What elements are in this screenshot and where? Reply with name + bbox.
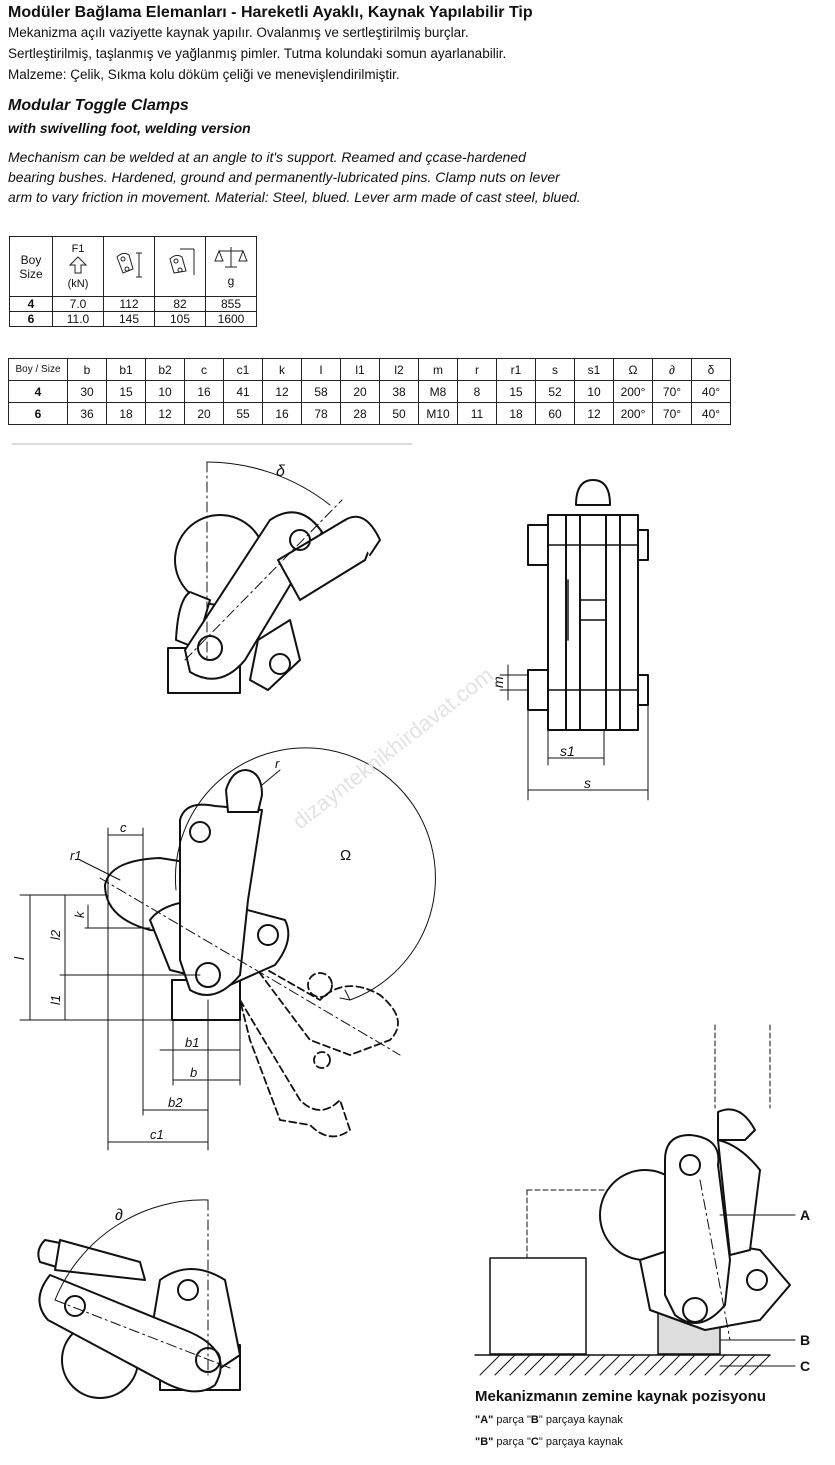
table-cell: 11.0	[52, 311, 104, 327]
table-row: 4 30 15 10 16 41 12 58 20 38 M8 8 15 52 …	[8, 380, 731, 403]
label-b1: b1	[185, 1035, 199, 1050]
description-tr-line-3: Malzeme: Çelik, Sıkma kolu döküm çeliği …	[8, 67, 400, 82]
label-b: b	[190, 1065, 197, 1080]
weld-title: Mekanizmanın zemine kaynak pozisyonu	[475, 1388, 766, 1405]
scale-icon	[214, 247, 248, 268]
label-B: B	[800, 1332, 810, 1348]
force-arrow-icon	[68, 256, 88, 274]
description-tr-line-1: Mekanizma açılı vaziyette kaynak yapılır…	[8, 25, 469, 40]
clamp-drawing-partial: ∂	[37, 1199, 241, 1399]
table-cell: 12	[145, 402, 185, 425]
table-cell: 36	[67, 402, 107, 425]
clamp-width-icon	[169, 248, 195, 275]
table-cell: 105	[154, 311, 206, 327]
table-cell: 82	[154, 296, 206, 312]
table-cell: 200°	[613, 402, 653, 425]
label-c1: c1	[150, 1127, 164, 1142]
clamp-side-view: s s1 m	[490, 479, 649, 801]
weld-line-1: "A" parça "B" parçaya kaynak	[475, 1414, 623, 1426]
table-cell: M8	[418, 380, 458, 403]
table-row: 4 7.0 112 82 855	[9, 296, 257, 312]
table-cell: 78	[301, 402, 341, 425]
table-cell: 55	[223, 402, 263, 425]
table-cell: 60	[535, 402, 575, 425]
table-cell: 1600	[205, 311, 257, 327]
table-header-cell: b2	[145, 358, 185, 381]
label-omega: Ω	[340, 847, 351, 864]
label-partial: ∂	[115, 1207, 123, 1224]
table-cell: 855	[205, 296, 257, 312]
table-cell: 28	[340, 402, 380, 425]
label-m: m	[490, 676, 506, 688]
clamp-drawing-delta: δ	[167, 461, 381, 694]
table-header-row: Boy / Size b b1 b2 c c1 k l l1 l2 m r r1…	[8, 358, 731, 381]
table-cell: 11	[457, 402, 497, 425]
description-en-line-1: Mechanism can be welded at an angle to i…	[8, 149, 526, 165]
table-row: 6 11.0 145 105 1600	[9, 311, 257, 327]
page-title-en: Modular Toggle Clamps	[8, 97, 189, 114]
label-l2: l2	[48, 929, 63, 940]
table-cell: 18	[496, 402, 536, 425]
table-cell: 200°	[613, 380, 653, 403]
description-tr-line-2: Sertleştirilmiş, taşlanmış ve yağlanmış …	[8, 46, 507, 61]
table-cell: 15	[496, 380, 536, 403]
label-s1: s1	[560, 743, 575, 759]
table-cell: M10	[418, 402, 458, 425]
clamp-width-header	[154, 236, 206, 297]
label-delta: δ	[276, 463, 286, 480]
weight-header: g	[205, 236, 257, 297]
clamp-height-header	[103, 236, 155, 297]
label-k: k	[72, 910, 87, 918]
watermark: dizaynteknikhirdavat.com	[288, 662, 498, 834]
label-A: A	[800, 1207, 810, 1223]
label-c: c	[120, 820, 127, 835]
table-row: 6 36 18 12 20 55 16 78 28 50 M10 11 18 6…	[8, 402, 731, 425]
table-cell: 145	[103, 311, 155, 327]
label-s: s	[584, 775, 591, 791]
size-header: Boy Size	[9, 236, 53, 297]
page-subtitle-en: with swivelling foot, welding version	[8, 120, 251, 136]
label-b2: b2	[168, 1095, 183, 1110]
table-cell: 50	[379, 402, 419, 425]
table-cell: 112	[103, 296, 155, 312]
table-cell: 20	[184, 402, 224, 425]
table-cell: 40°	[691, 402, 731, 425]
table-cell: 70°	[652, 402, 692, 425]
clamp-height-icon	[116, 252, 142, 278]
force-header: F1 (kN)	[52, 236, 104, 297]
table-cell: 38	[379, 380, 419, 403]
label-l1: l1	[48, 995, 63, 1005]
clamp-drawing-omega: l l2 l1 k r1 c r Ω b1 b b2 c1	[11, 747, 436, 1151]
table-header-cell: c1	[223, 358, 263, 381]
label-C: C	[800, 1358, 810, 1374]
table-cell: 40°	[691, 380, 731, 403]
page-title-tr: Modüler Bağlama Elemanları - Hareketli A…	[8, 4, 533, 21]
load-weight-table: Boy Size F1 (kN)	[9, 236, 257, 327]
table-cell: 41	[223, 380, 263, 403]
weld-line-2: "B" parça "C" parçaya kaynak	[475, 1436, 623, 1448]
label-r: r	[275, 756, 280, 771]
description-en-line-3: arm to vary friction in movement. Materi…	[8, 189, 581, 205]
description-en-line-2: bearing bushes. Hardened, ground and per…	[8, 169, 560, 185]
table-cell: 70°	[652, 380, 692, 403]
label-r1: r1	[70, 848, 82, 863]
weld-position-drawing: A B C	[474, 1024, 810, 1376]
dimension-table: Boy / Size b b1 b2 c c1 k l l1 l2 m r r1…	[8, 358, 731, 425]
label-l: l	[11, 956, 27, 960]
